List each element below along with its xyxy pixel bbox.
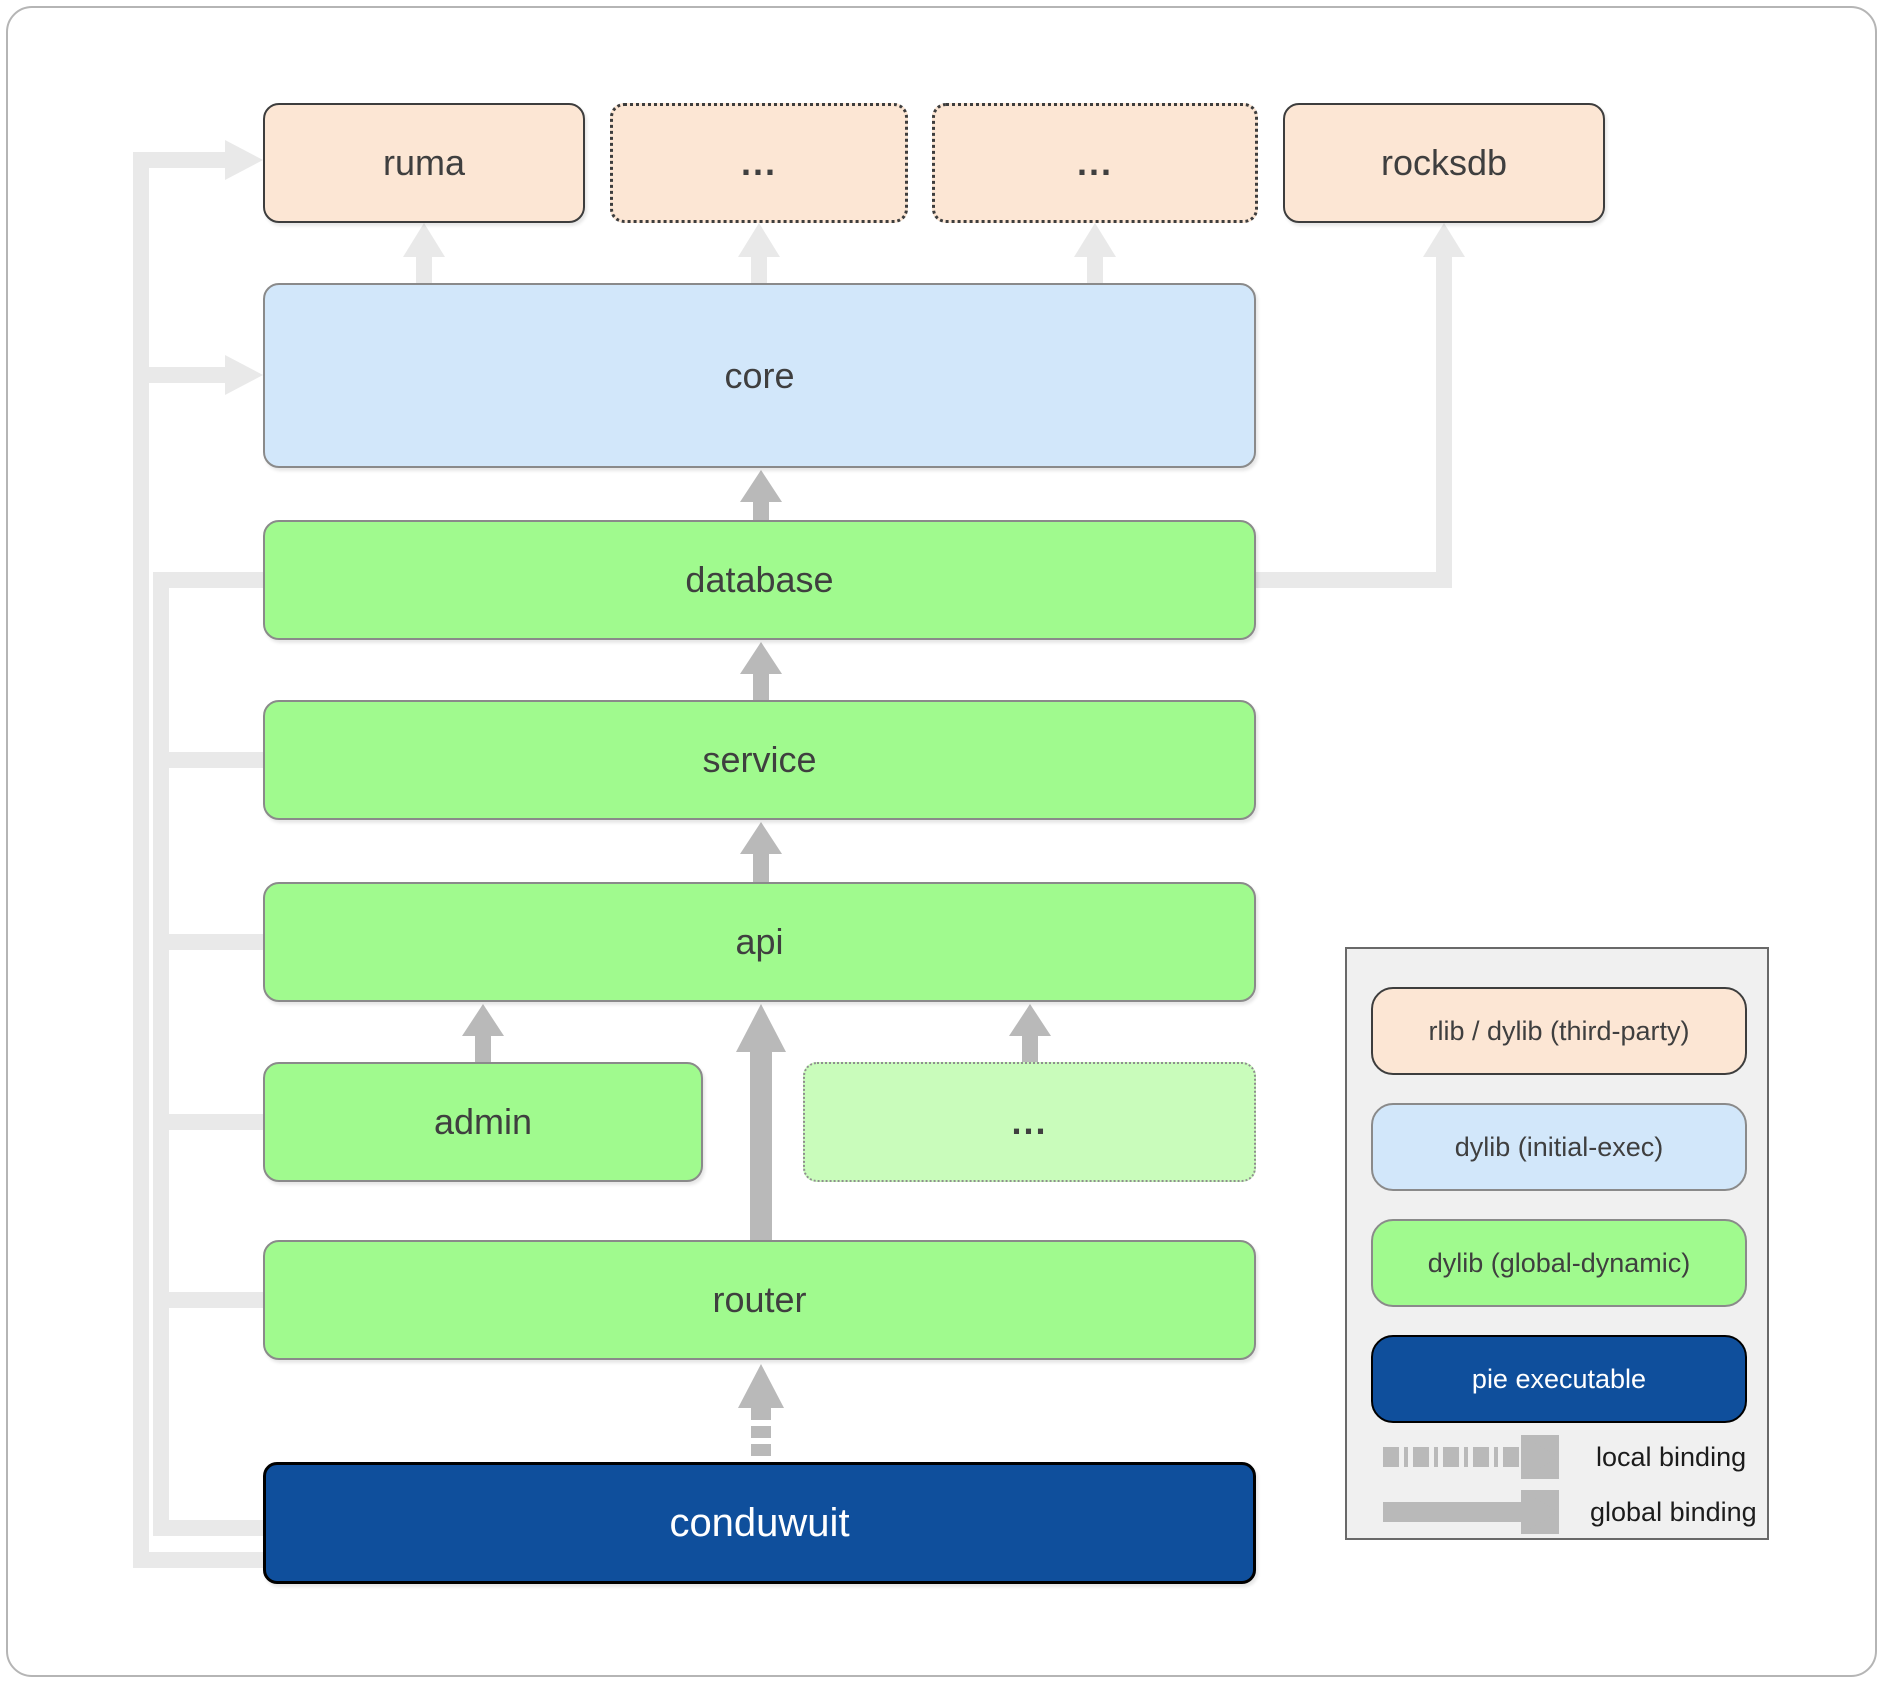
arrowhead-into-ruma [225, 140, 263, 180]
edge-core-to-ruma [416, 257, 432, 283]
node-service-label: service [702, 739, 817, 780]
legend-global-binding-label: global binding [1590, 1496, 1757, 1527]
node-ruma: ruma [263, 103, 585, 223]
node-admin-label: admin [433, 1101, 533, 1142]
node-service: service [263, 700, 1256, 820]
node-rocksdb: rocksdb [1283, 103, 1605, 223]
edge-router-to-api [750, 1052, 772, 1240]
legend-global-binding-arrowhead [1521, 1490, 1559, 1534]
edge-trunk-to-service [153, 752, 263, 768]
node-crate-more-label: ... [1011, 1101, 1048, 1142]
node-core: core [263, 283, 1256, 468]
edge-trunk-to-api [153, 934, 263, 950]
node-api-label: api [735, 921, 784, 962]
edge-trunk-to-admin [153, 1114, 263, 1130]
legend-global-binding-arrow [1383, 1502, 1521, 1522]
node-database: database [263, 520, 1256, 640]
edge-core-to-dep1 [751, 257, 767, 283]
edge-conduwuit-to-router-dashed [751, 1408, 771, 1462]
node-router-label: router [712, 1279, 807, 1320]
edge-outer-trunk-to-conduwuit [133, 1552, 263, 1568]
node-database-label: database [685, 559, 834, 600]
legend-item-pie-executable: pie executable [1371, 1335, 1747, 1423]
arrowhead-core-to-ruma [403, 223, 445, 257]
edge-inner-trunk-to-conduwuit [153, 1520, 263, 1536]
node-router: router [263, 1240, 1256, 1360]
edge-database-to-core [753, 502, 769, 520]
legend: rlib / dylib (third-party) dylib (initia… [1345, 947, 1769, 1540]
arrowhead-conduwuit-to-router [738, 1364, 784, 1408]
legend-local-binding-arrowhead [1521, 1435, 1559, 1479]
edge-service-to-database [753, 674, 769, 700]
node-rocksdb-label: rocksdb [1380, 142, 1508, 183]
node-core-label: core [724, 354, 795, 396]
arrowhead-core-to-dep2 [1074, 223, 1116, 257]
legend-item-global-dynamic: dylib (global-dynamic) [1371, 1219, 1747, 1307]
arrowhead-core-to-dep1 [738, 223, 780, 257]
edge-trunk-to-router [153, 1292, 263, 1308]
edge-conduwuit-left-trunk-outer [133, 152, 149, 1568]
legend-item-third-party-label: rlib / dylib (third-party) [1428, 1015, 1690, 1046]
node-conduwuit: conduwuit [263, 1462, 1256, 1584]
legend-item-third-party: rlib / dylib (third-party) [1371, 987, 1747, 1075]
legend-item-initial-exec-label: dylib (initial-exec) [1454, 1131, 1664, 1162]
node-dep-more-2-label: ... [1076, 142, 1113, 183]
edge-database-to-rocksdb-v [1436, 257, 1452, 588]
node-dep-more-2: ... [932, 103, 1258, 223]
legend-item-pie-executable-label: pie executable [1471, 1363, 1647, 1394]
edge-trunk-to-database [153, 572, 263, 588]
arrowhead-more-to-api [1009, 1004, 1051, 1036]
arrowhead-database-to-core [740, 470, 782, 502]
edge-admin-to-api [475, 1036, 491, 1062]
edge-conduwuit-to-ruma-line [133, 152, 225, 168]
arrowhead-service-to-database [740, 642, 782, 674]
edge-api-to-service [753, 854, 769, 882]
legend-item-global-dynamic-label: dylib (global-dynamic) [1427, 1247, 1691, 1278]
legend-local-binding-arrow [1383, 1447, 1521, 1467]
arrowhead-admin-to-api [462, 1004, 504, 1036]
node-ruma-label: ruma [382, 142, 466, 183]
node-dep-more-1: ... [610, 103, 908, 223]
node-crate-more: ... [803, 1062, 1256, 1182]
node-conduwuit-label: conduwuit [669, 1500, 850, 1545]
edge-core-to-dep2 [1087, 257, 1103, 283]
legend-local-binding-label: local binding [1596, 1441, 1747, 1472]
legend-item-initial-exec: dylib (initial-exec) [1371, 1103, 1747, 1191]
arrowhead-router-to-api [736, 1004, 786, 1052]
arrowhead-into-rocksdb [1423, 223, 1465, 257]
arrowhead-api-to-service [740, 822, 782, 854]
edge-database-to-rocksdb-h [1256, 572, 1452, 588]
node-admin: admin [263, 1062, 703, 1182]
node-api: api [263, 882, 1256, 1002]
edge-more-to-api [1022, 1036, 1038, 1062]
node-dep-more-1-label: ... [740, 142, 777, 183]
edge-conduwuit-to-core-line [133, 367, 225, 383]
arrowhead-into-core [225, 355, 263, 395]
edge-conduwuit-left-trunk-inner [153, 572, 169, 1536]
